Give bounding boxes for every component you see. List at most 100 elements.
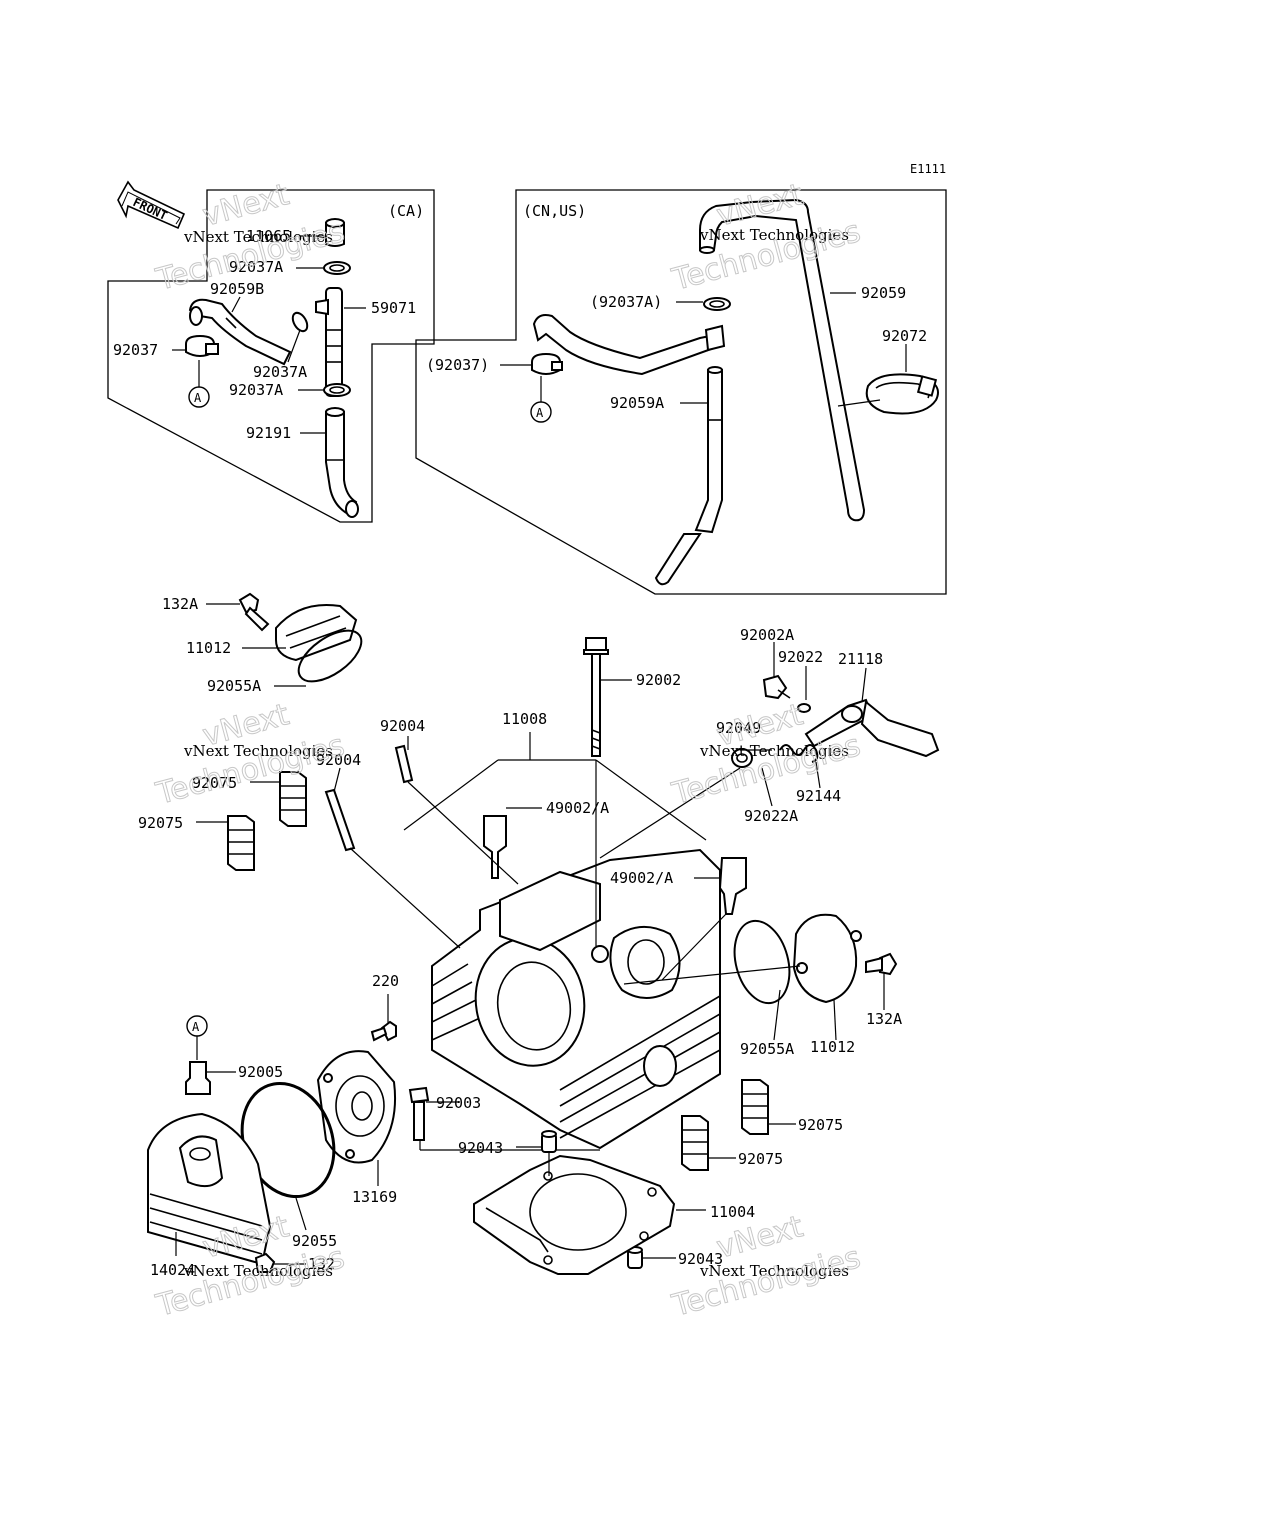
part-92002a-bolt bbox=[762, 674, 791, 700]
part-92191-hose bbox=[325, 407, 359, 518]
svg-text:vNext Technologies: vNext Technologies bbox=[183, 228, 333, 246]
label-92037-us: (92037) bbox=[426, 356, 489, 374]
label-49002a-a: 49002/A bbox=[546, 799, 609, 817]
label-92003: 92003 bbox=[436, 1094, 481, 1112]
part-92037-clamp bbox=[185, 334, 219, 357]
svg-text:vNext Technologies: vNext Technologies bbox=[699, 226, 849, 244]
label-92055a-top: 92055A bbox=[207, 677, 261, 695]
part-11065-cap bbox=[325, 218, 345, 247]
part-11012-cover-top bbox=[275, 604, 358, 662]
region-label-ca: (CA) bbox=[388, 202, 424, 220]
watermark-mid-left: vNext vNext Technologies Technologies bbox=[152, 697, 349, 813]
svg-text:vNext: vNext bbox=[199, 177, 293, 234]
label-92022a: 92022A bbox=[744, 807, 798, 825]
label-92037a-us: (92037A) bbox=[590, 293, 662, 311]
label-92059: 92059 bbox=[861, 284, 906, 302]
label-220: 220 bbox=[372, 972, 399, 990]
part-92059a-hose bbox=[532, 314, 726, 586]
label-92075-a: 92075 bbox=[192, 774, 237, 792]
label-92055: 92055 bbox=[292, 1232, 337, 1250]
part-92075-block-c bbox=[741, 1079, 769, 1135]
label-11008: 11008 bbox=[502, 710, 547, 728]
part-92037a-clamp-small bbox=[291, 311, 309, 333]
label-92075-d: 92075 bbox=[738, 1150, 783, 1168]
label-92043-b: 92043 bbox=[678, 1250, 723, 1268]
label-11012-right: 11012 bbox=[810, 1038, 855, 1056]
part-92004-stud-a bbox=[394, 744, 414, 784]
label-92059a: 92059A bbox=[610, 394, 664, 412]
label-21118: 21118 bbox=[838, 650, 883, 668]
part-92022-washer bbox=[797, 703, 811, 713]
svg-text:A: A bbox=[192, 1020, 200, 1034]
part-49002a-valve-b bbox=[718, 857, 747, 915]
part-92075-block-b bbox=[227, 815, 255, 871]
label-92191: 92191 bbox=[246, 424, 291, 442]
part-92002-bolt bbox=[583, 637, 609, 757]
part-92059b-hose bbox=[188, 298, 292, 366]
svg-text:vNext Technologies: vNext Technologies bbox=[183, 742, 333, 760]
label-92037-ca: 92037 bbox=[113, 341, 158, 359]
callout-marker-a-ca: A bbox=[188, 360, 210, 408]
part-21118-lever bbox=[804, 698, 940, 758]
label-92037a-ca-mid: 92037A bbox=[253, 363, 307, 381]
label-92004-b: 92004 bbox=[316, 751, 361, 769]
part-11012-cover-right bbox=[792, 913, 862, 1004]
label-92049: 92049 bbox=[716, 719, 761, 737]
diagram-code: E1111 bbox=[910, 162, 946, 176]
part-92037a-clamp-top bbox=[323, 261, 351, 275]
part-92003-bolt bbox=[408, 1086, 430, 1141]
part-132-bolt bbox=[254, 1252, 276, 1273]
label-92002a: 92002A bbox=[740, 626, 794, 644]
label-92043-a: 92043 bbox=[458, 1139, 503, 1157]
part-92049-spring bbox=[779, 744, 819, 763]
label-49002a-b: 49002/A bbox=[610, 869, 673, 887]
part-92022a-seal bbox=[731, 748, 753, 768]
region-box-ca bbox=[107, 189, 435, 523]
part-92004-stud-b bbox=[324, 788, 356, 852]
callout-marker-a-main: A bbox=[186, 1015, 208, 1060]
callout-marker-a-us: A bbox=[530, 376, 552, 423]
part-92075-block-d bbox=[681, 1115, 709, 1171]
region-box-cn-us bbox=[415, 189, 947, 595]
label-92072: 92072 bbox=[882, 327, 927, 345]
svg-text:vNext Technologies: vNext Technologies bbox=[183, 1262, 333, 1280]
part-14024-cover bbox=[147, 1112, 272, 1266]
part-92075-block-a bbox=[279, 771, 307, 827]
part-220-bolt bbox=[370, 1020, 397, 1042]
label-92037a-ca-top: 92037A bbox=[229, 258, 283, 276]
label-14024: 14024 bbox=[150, 1261, 195, 1279]
part-92043-dowel-a bbox=[541, 1130, 557, 1153]
label-11012-top: 11012 bbox=[186, 639, 231, 657]
part-92037a-clamp-us bbox=[703, 297, 731, 311]
label-92059b: 92059B bbox=[210, 280, 264, 298]
label-59071: 59071 bbox=[371, 299, 416, 317]
svg-text:A: A bbox=[194, 391, 202, 405]
front-arrow-icon: FRONT bbox=[117, 180, 186, 230]
label-92004-a: 92004 bbox=[380, 717, 425, 735]
label-92002: 92002 bbox=[636, 671, 681, 689]
label-132a-right: 132A bbox=[866, 1010, 902, 1028]
label-11065: 11065 bbox=[246, 227, 291, 245]
part-49002a-valve-a bbox=[483, 815, 507, 879]
part-132a-bolt-right bbox=[865, 952, 898, 976]
part-92055a-oring-right bbox=[733, 919, 791, 1005]
label-132: 132 bbox=[308, 1255, 335, 1273]
svg-text:vNext Technologies: vNext Technologies bbox=[699, 1262, 849, 1280]
label-92075-b: 92075 bbox=[138, 814, 183, 832]
part-59071-fitting bbox=[315, 287, 343, 397]
part-92059-hose bbox=[699, 198, 866, 522]
svg-text:A: A bbox=[536, 406, 544, 420]
label-92075-c: 92075 bbox=[798, 1116, 843, 1134]
part-132a-bolt-top bbox=[238, 592, 270, 632]
label-92144: 92144 bbox=[796, 787, 841, 805]
region-label-cn-us: (CN,US) bbox=[523, 202, 586, 220]
part-92055a-oring-top bbox=[297, 629, 363, 683]
label-13169: 13169 bbox=[352, 1188, 397, 1206]
part-92037-clamp-us bbox=[531, 352, 563, 375]
part-11004-gasket bbox=[473, 1154, 676, 1275]
watermark-top-right: vNext vNext Technologies Technologies bbox=[668, 177, 865, 299]
part-92072-band bbox=[865, 373, 939, 415]
label-11004: 11004 bbox=[710, 1203, 755, 1221]
label-132a-top: 132A bbox=[162, 595, 198, 613]
